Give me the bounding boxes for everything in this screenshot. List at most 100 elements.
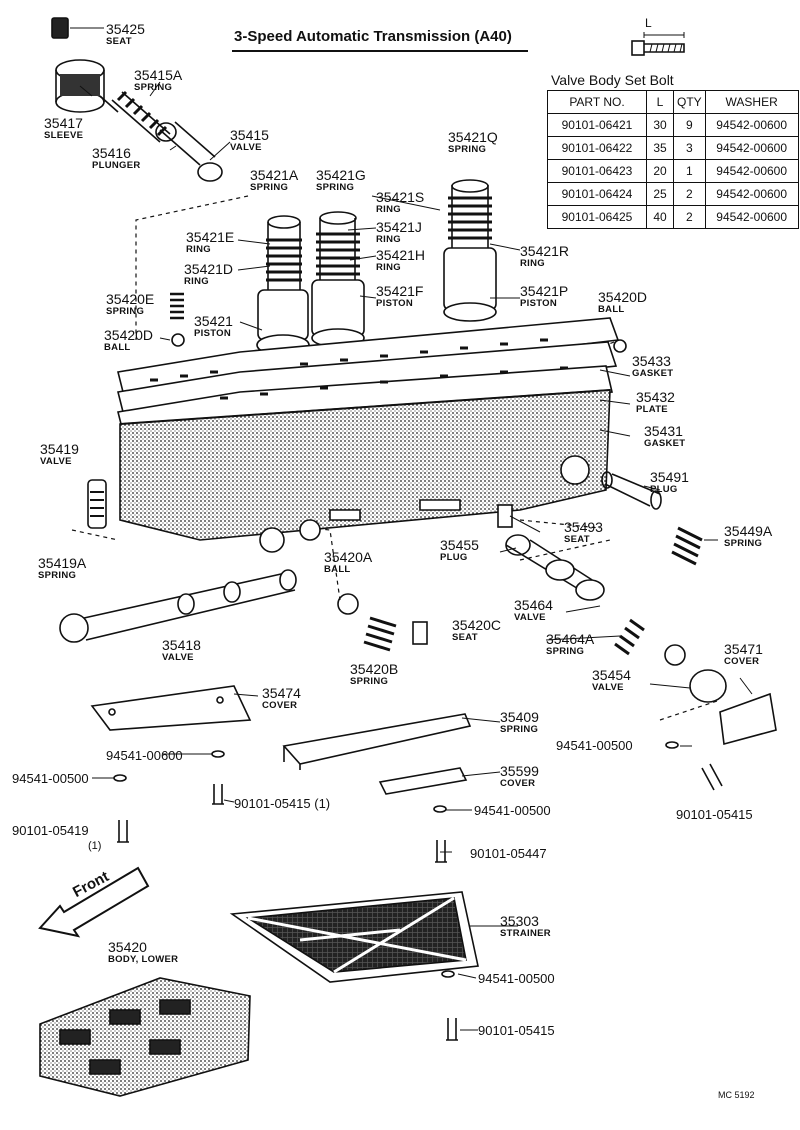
title-underline [232,50,528,52]
cell: 94542-00600 [704,136,799,160]
cell: 9 [673,113,706,137]
bolt-length-mark: L [645,16,652,30]
seat-35420c [412,621,428,645]
cell: 40 [646,205,674,229]
cell: 94542-00600 [704,182,799,206]
fastener-code: 94541-00600 [106,748,183,763]
table-row: 90101-06425 40 2 94542-00600 [547,205,799,229]
cell: 94542-00600 [704,159,799,183]
cell: 2 [673,205,706,229]
fastener-code: 90101-05419 [12,823,89,838]
accumulator-pistons [256,179,497,356]
cell: 25 [646,182,674,206]
fastener-code: 94541-00500 [478,971,555,986]
header-part-no: PART NO. [547,90,647,114]
table-row: 90101-06422 35 3 94542-00600 [547,136,799,160]
bolt-table-title: Valve Body Set Bolt [551,72,674,88]
cell: 90101-06424 [547,182,647,206]
fastener-code: 90101-05415 [676,807,753,822]
ball-35420d-left [171,333,185,347]
fastener-code: 94541-00500 [474,803,551,818]
drawing-code: MC 5192 [718,1090,755,1100]
spring-35420b [363,616,397,652]
strainer-35303 [229,891,479,983]
header-washer: WASHER [704,90,799,114]
cell: 94542-00600 [704,205,799,229]
ball-35420a [337,593,359,615]
fastener-code-note: (1) [88,840,102,852]
upper-valve-assembly [51,17,223,182]
cover-35599 [378,767,468,795]
page-title: 3-Speed Automatic Transmission (A40) [234,28,512,45]
header-l: L [646,90,674,114]
cover-35471 [719,692,777,746]
valve-35419 [87,479,107,529]
fastener-code: 90101-05415 (1) [234,796,331,811]
table-row: 90101-06423 20 1 94542-00600 [547,159,799,183]
bolt-table-header: PART NO. L QTY WASHER [547,90,799,114]
leader-dashes [71,195,721,721]
cell: 90101-06425 [547,205,647,229]
lower-body-35420 [39,977,251,1097]
cell: 20 [646,159,674,183]
valve-chain [505,534,727,703]
cell: 90101-06422 [547,136,647,160]
fastener-code: 94541-00500 [556,738,633,753]
table-row: 90101-06421 30 9 94542-00600 [547,113,799,137]
front-arrow-icon [38,866,150,938]
valve-body [119,389,611,553]
table-row: 90101-06424 25 2 94542-00600 [547,182,799,206]
cell: 2 [673,182,706,206]
bolt-drawing [631,32,685,56]
fastener-code: 94541-00500 [12,771,89,786]
cell: 90101-06421 [547,113,647,137]
fastener-code: 90101-05415 [478,1023,555,1038]
cell: 30 [646,113,674,137]
cell: 3 [673,136,706,160]
spring-35420e [170,292,184,320]
right-side-parts [497,471,703,566]
fasteners [113,741,723,1041]
cover-35474 [90,685,252,731]
fastener-code: 90101-05447 [470,846,547,861]
